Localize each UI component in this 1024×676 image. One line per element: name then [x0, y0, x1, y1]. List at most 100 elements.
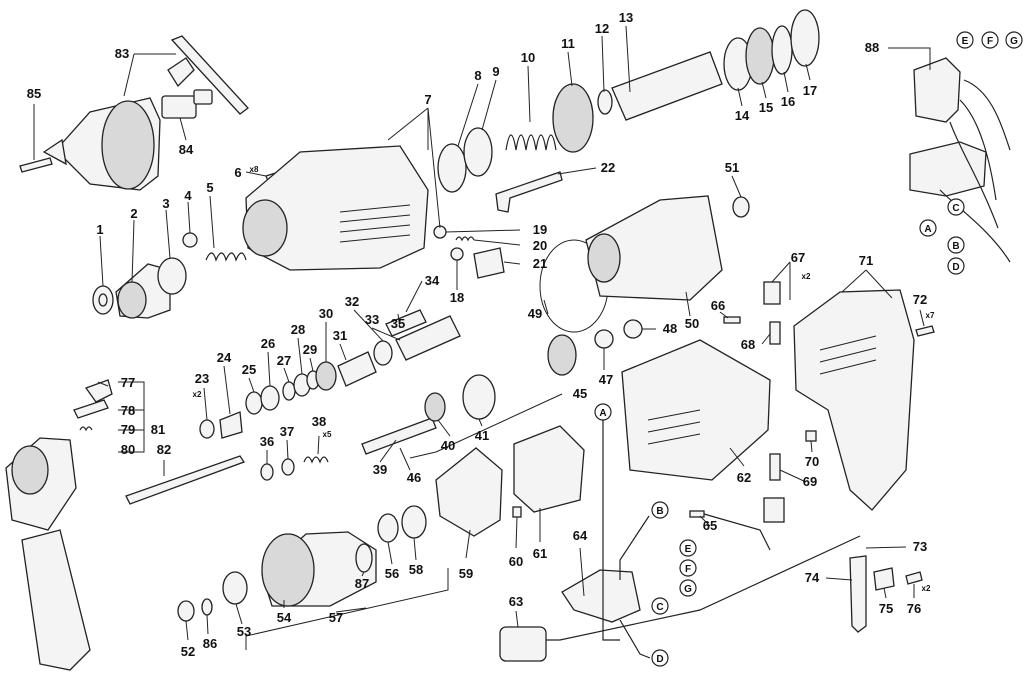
leader-23 — [203, 387, 208, 421]
ring-9-shape — [463, 127, 493, 177]
wire-b — [619, 515, 650, 580]
connector-label-f: F — [987, 36, 993, 47]
part-label-18: 18 — [450, 290, 464, 305]
part-label-37: 37 — [280, 424, 294, 439]
ring-27-shape — [282, 381, 296, 401]
leader-15 — [761, 81, 767, 99]
part-label-21: 21 — [533, 256, 547, 271]
part-label-12: 12 — [595, 21, 609, 36]
leader-75 — [883, 587, 887, 599]
leader-11 — [567, 51, 573, 87]
stator-housing-62-shape — [621, 339, 771, 481]
leader-16 — [783, 71, 789, 93]
washer-1-hole — [98, 293, 108, 307]
leader-35 — [397, 313, 401, 329]
part-65-shape — [689, 510, 705, 518]
part-label-88: 88 — [865, 40, 879, 55]
cord-guard-74-shape — [849, 555, 867, 633]
leader-45 — [409, 393, 563, 459]
connector-f-switch-88: F — [981, 31, 999, 49]
depth-rod-82-shape — [125, 455, 245, 505]
part-label-82: 82 — [157, 442, 171, 457]
connector-label-c: C — [952, 203, 959, 214]
leader-25 — [248, 377, 255, 393]
connector-a-switch-88: A — [919, 219, 937, 237]
leader-22 — [557, 167, 597, 175]
ring-12-shape — [597, 89, 613, 115]
switch-assembly-88-frame — [909, 141, 987, 197]
brush-69-shape — [769, 453, 781, 481]
part-label-62: 62 — [737, 470, 751, 485]
part-number-labels: 1 2 3 4 5 6 7 8 9 10 11 12 13 14 15 16 1… — [27, 10, 927, 659]
leader-52 — [185, 620, 189, 641]
connector-a-stator: A — [594, 403, 612, 421]
wedge-22-shape — [495, 171, 563, 213]
part-shapes — [5, 9, 1011, 671]
part-label-29: 29 — [303, 342, 317, 357]
chuck-screw-shape — [19, 157, 53, 173]
brush-68-shape — [769, 321, 781, 345]
part-label-5: 5 — [206, 180, 213, 195]
wire-main — [546, 535, 861, 641]
leader-2 — [131, 219, 135, 283]
leader-86 — [206, 614, 209, 635]
ring-8-shape — [437, 143, 467, 193]
leader-72 — [919, 309, 925, 327]
qty-mark-76: x2 — [922, 584, 931, 593]
ring-3-shape — [157, 257, 187, 295]
screw-72-shape — [915, 325, 935, 337]
part-label-67: 67 — [791, 250, 805, 265]
connector-e-switch-64: E — [679, 539, 697, 557]
leader-38 — [317, 435, 320, 455]
ring-36-shape — [260, 463, 274, 481]
gear-housing-nose — [242, 199, 288, 257]
connector-markers: A B C D E F G A — [594, 31, 1023, 667]
connector-c-switch-64: C — [651, 597, 669, 615]
shaft-39-shape — [361, 417, 437, 455]
part-label-19: 19 — [533, 222, 547, 237]
part-label-74: 74 — [805, 570, 820, 585]
part-label-81: 81 — [151, 422, 165, 437]
motor-housing-50-end — [587, 233, 621, 283]
leader-73 — [865, 546, 907, 549]
part-label-64: 64 — [573, 528, 588, 543]
qty-mark-23: x2 — [193, 390, 202, 399]
part-label-25: 25 — [242, 362, 256, 377]
connector-g-switch-88: G — [1005, 31, 1023, 49]
pin-34-shape — [385, 309, 427, 337]
motor-housing-50-shape — [585, 195, 723, 301]
brush-holder-67-shape — [763, 281, 781, 305]
ring-25-shape — [245, 391, 263, 415]
leader-84 — [179, 117, 187, 141]
part-label-22: 22 — [601, 160, 615, 175]
part-label-70: 70 — [805, 454, 819, 469]
connector-d-switch-88: D — [947, 257, 965, 275]
part-41-shape — [462, 374, 496, 420]
leader-51 — [731, 175, 742, 198]
part-label-10: 10 — [521, 50, 535, 65]
ring-37-shape — [281, 458, 295, 476]
part-label-84: 84 — [179, 142, 194, 157]
part-label-68: 68 — [741, 337, 755, 352]
leader-24 — [223, 365, 231, 415]
part-label-30: 30 — [319, 306, 333, 321]
bearing-26-shape — [260, 385, 280, 411]
leader-49 — [543, 299, 549, 315]
leader-68 — [761, 333, 771, 345]
part-label-27: 27 — [277, 353, 291, 368]
switch-64-shape — [561, 569, 641, 623]
gear-11-shape — [552, 83, 594, 153]
leader-8 — [457, 83, 479, 147]
part-label-14: 14 — [735, 108, 750, 123]
leader-17 — [805, 63, 811, 81]
bearing-47-shape — [594, 329, 614, 349]
part-60-shape — [512, 506, 522, 518]
part-label-59: 59 — [459, 566, 473, 581]
part-label-57: 57 — [329, 610, 343, 625]
side-handle-ring-shape — [11, 445, 49, 495]
leader-5 — [209, 195, 215, 249]
part-label-60: 60 — [509, 554, 523, 569]
part-label-33: 33 — [365, 312, 379, 327]
connector-d-switch-64: D — [651, 649, 669, 667]
